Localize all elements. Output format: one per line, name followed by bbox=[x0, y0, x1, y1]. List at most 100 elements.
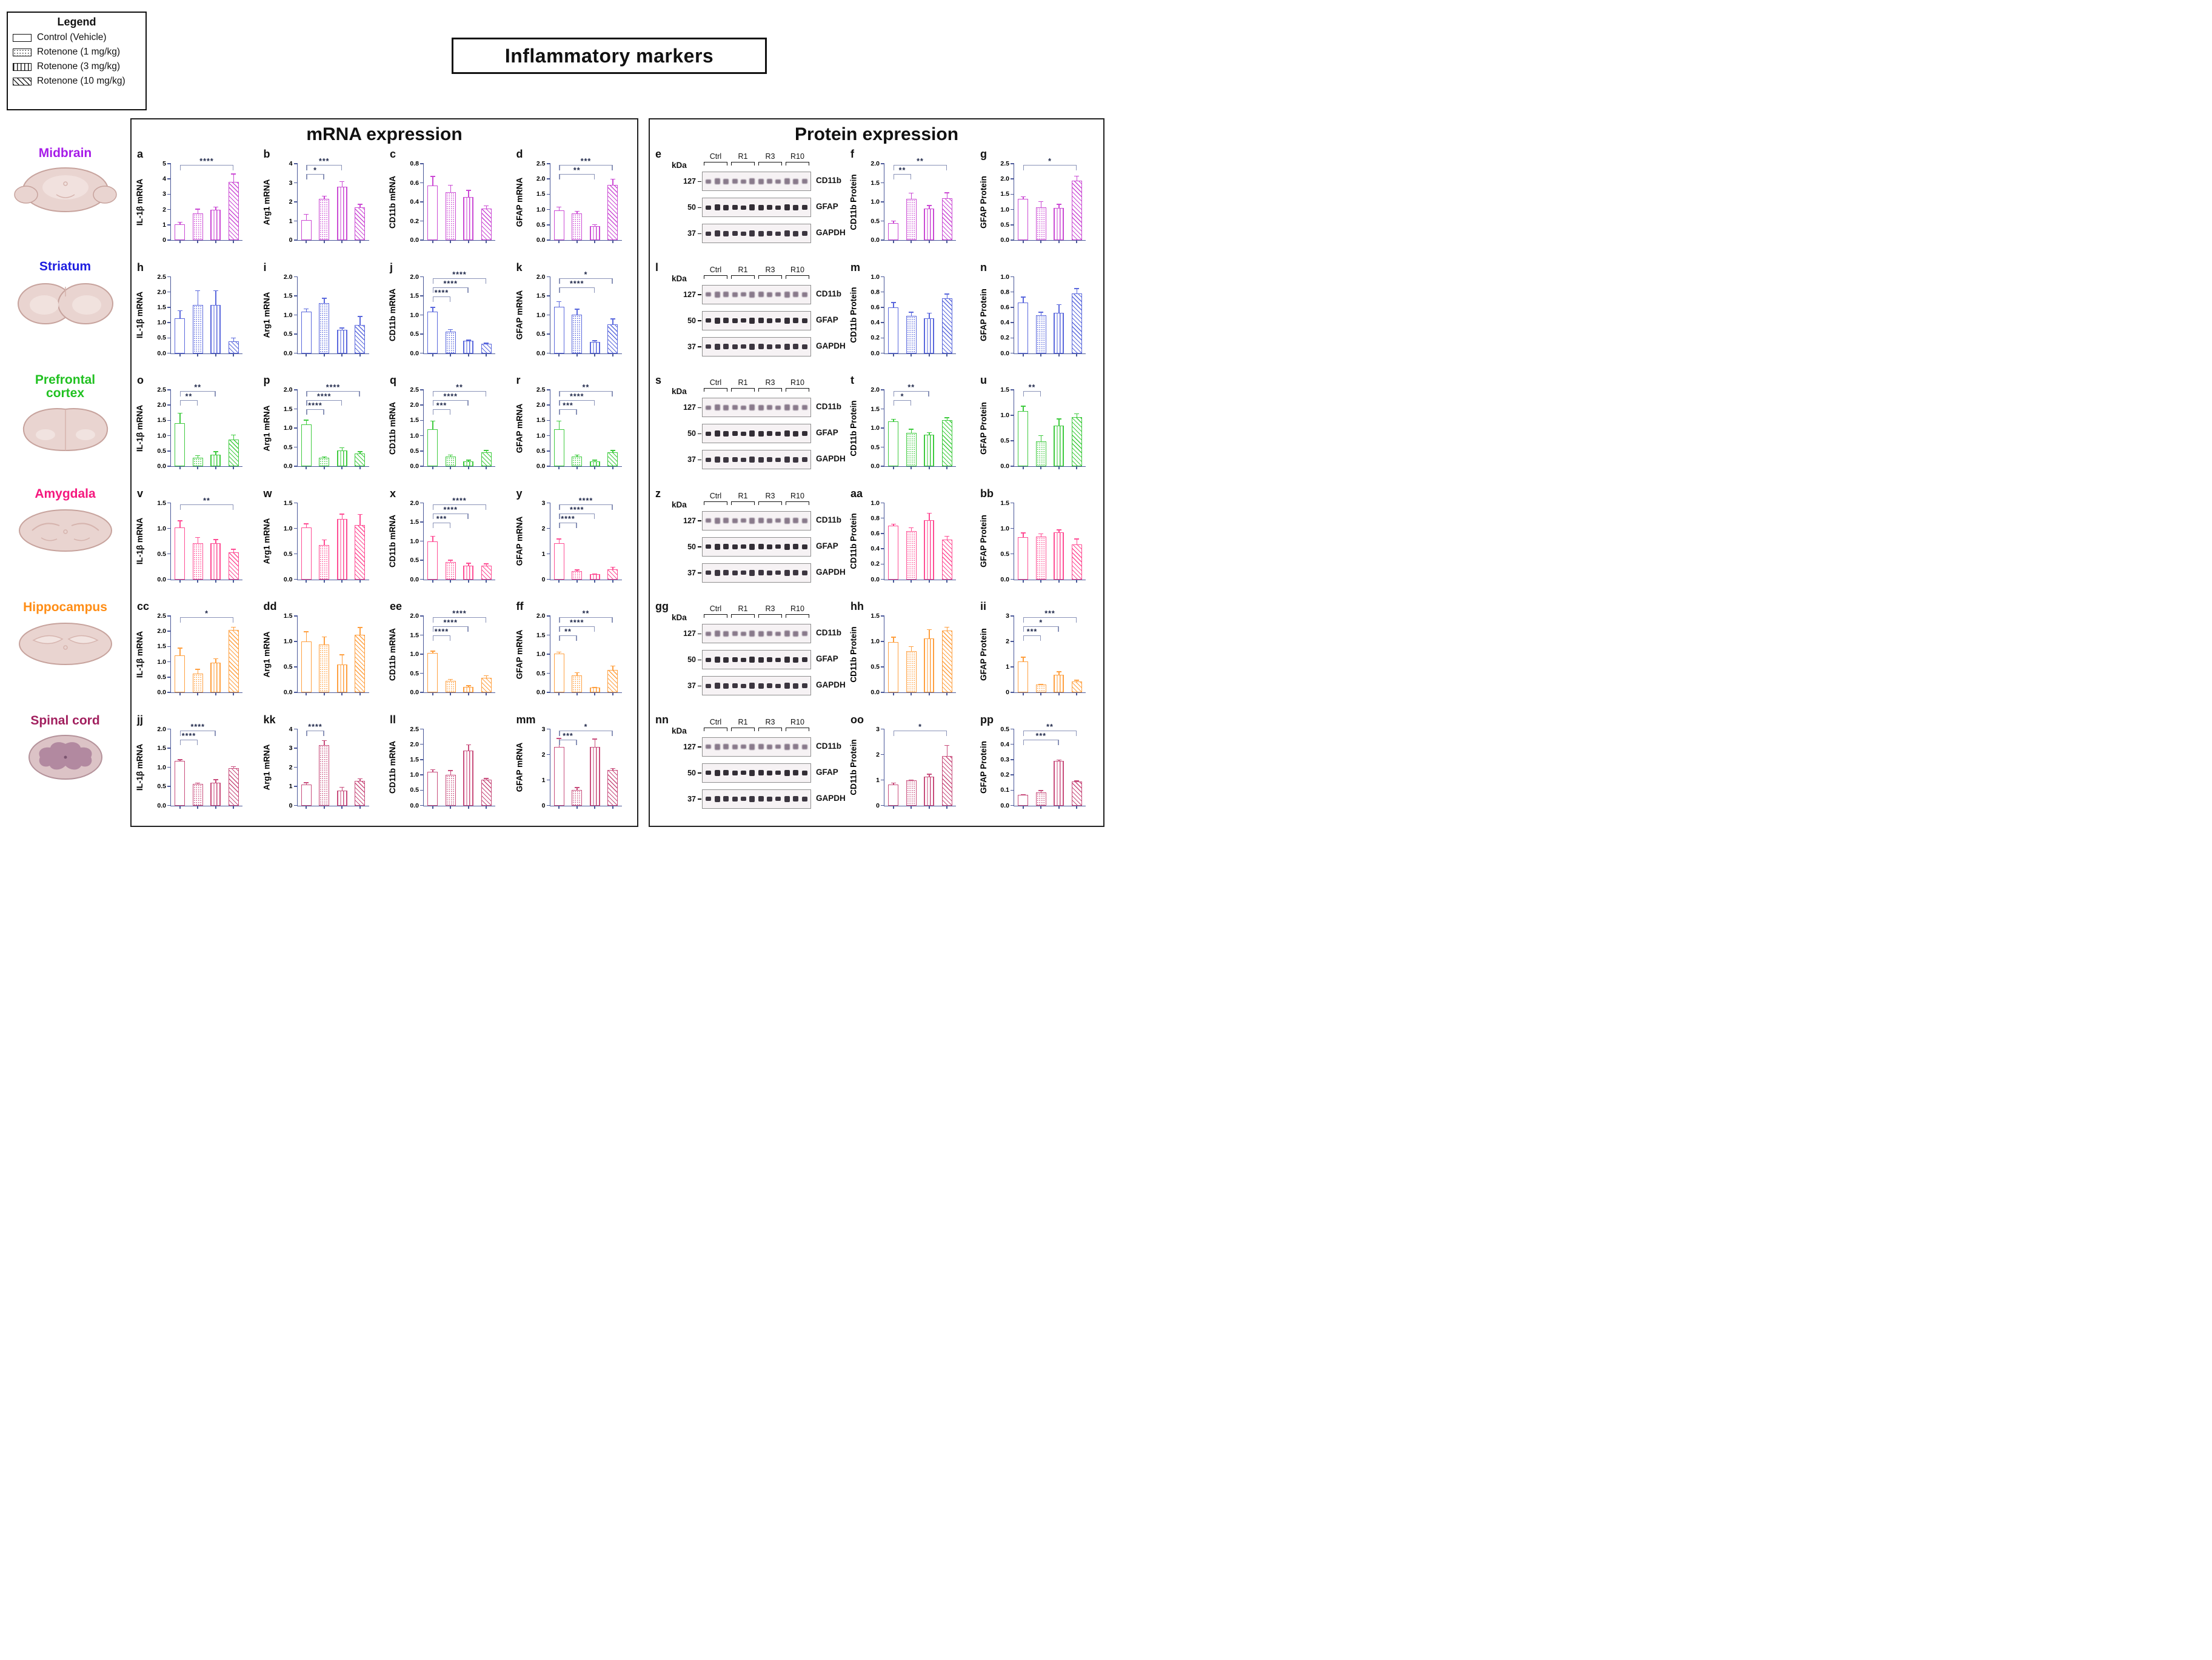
protein-band bbox=[732, 770, 738, 775]
x-tick-mark bbox=[197, 466, 199, 469]
significance-stars: * bbox=[584, 270, 588, 279]
x-tick-mark bbox=[594, 466, 596, 469]
lane-group-bracket bbox=[731, 614, 755, 618]
error-bar-cap bbox=[357, 316, 363, 317]
significance-bracket bbox=[1023, 635, 1041, 641]
y-tick-mark bbox=[546, 333, 550, 335]
panel-letter-hh: hh bbox=[850, 600, 864, 612]
y-tick-label: 0.8 bbox=[870, 514, 880, 522]
y-tick-mark bbox=[546, 553, 550, 555]
bracket-leg bbox=[559, 740, 560, 745]
y-axis-label-text: GFAP mRNA bbox=[515, 516, 524, 566]
y-tick-label: 1.5 bbox=[157, 303, 166, 311]
protein-band bbox=[767, 518, 772, 523]
error-bar-cap bbox=[556, 651, 562, 653]
y-tick-mark bbox=[167, 193, 171, 195]
y-tick-label: 2.0 bbox=[536, 175, 546, 183]
protein-band bbox=[775, 571, 781, 575]
y-tick-mark bbox=[546, 692, 550, 693]
error-bar-cap bbox=[357, 451, 363, 452]
y-axis-label: CD11b Protein bbox=[847, 616, 860, 692]
protein-band bbox=[749, 517, 755, 524]
error-bar-cap bbox=[304, 308, 309, 310]
y-axis-label: IL-1β mRNA bbox=[133, 503, 147, 580]
y-tick-mark bbox=[420, 466, 424, 467]
error-bar bbox=[911, 646, 912, 651]
protein-band bbox=[758, 657, 764, 663]
bracket-leg bbox=[306, 166, 307, 170]
x-tick-mark bbox=[306, 579, 307, 583]
significance-bracket bbox=[432, 287, 469, 293]
blot-row-label-cd11b: CD11b bbox=[816, 515, 842, 524]
y-tick-mark bbox=[546, 615, 550, 617]
y-tick-label: 2 bbox=[289, 763, 293, 771]
bar-ctrl bbox=[427, 653, 438, 692]
bar-ctrl bbox=[175, 760, 185, 806]
error-bar-cap bbox=[574, 454, 580, 456]
y-tick-mark bbox=[167, 466, 171, 467]
error-bar-cap bbox=[909, 192, 914, 194]
x-tick-mark bbox=[323, 692, 325, 695]
protein-band bbox=[784, 291, 790, 298]
legend: Legend Control (Vehicle) Rotenone (1 mg/… bbox=[7, 12, 147, 110]
protein-band bbox=[801, 231, 807, 236]
y-tick-label: 0.6 bbox=[870, 529, 880, 537]
error-bar bbox=[929, 432, 930, 435]
error-bar bbox=[432, 420, 433, 429]
x-tick-mark bbox=[467, 240, 469, 243]
bracket-leg bbox=[928, 392, 929, 397]
bar-r10 bbox=[355, 635, 366, 692]
significance-stars: *** bbox=[580, 157, 592, 166]
y-tick-label: 1.0 bbox=[283, 424, 293, 432]
error-bar bbox=[324, 540, 325, 546]
protein-band bbox=[714, 543, 720, 550]
bar-r10 bbox=[481, 344, 492, 353]
x-tick-mark bbox=[306, 692, 307, 695]
significance-stars: **** bbox=[181, 731, 196, 740]
significance-stars: ** bbox=[564, 628, 572, 636]
protein-band bbox=[714, 343, 720, 350]
blot-row-label-gfap: GFAP bbox=[816, 315, 838, 324]
error-bar bbox=[558, 420, 560, 429]
error-bar-cap bbox=[944, 745, 950, 746]
y-tick-mark bbox=[546, 178, 550, 179]
error-bar-cap bbox=[321, 456, 327, 458]
error-bar-cap bbox=[304, 782, 309, 783]
protein-band bbox=[775, 318, 781, 323]
bar-r3 bbox=[463, 341, 474, 353]
y-tick-label: 2.0 bbox=[536, 273, 546, 281]
y-tick-mark bbox=[420, 220, 424, 222]
protein-band bbox=[706, 431, 712, 436]
bar-r10 bbox=[607, 452, 618, 466]
y-tick-mark bbox=[881, 291, 884, 293]
error-bar-cap bbox=[339, 654, 345, 655]
kda-tick bbox=[698, 659, 701, 661]
figure-title: Inflammatory markers bbox=[452, 38, 767, 74]
error-bar bbox=[612, 450, 613, 453]
protein-band bbox=[801, 318, 807, 323]
kda-value: 127 bbox=[683, 403, 696, 412]
y-tick-label: 0.4 bbox=[1000, 319, 1009, 327]
bar-ctrl bbox=[175, 527, 185, 580]
y-tick-mark bbox=[546, 224, 550, 226]
y-tick-label: 0.5 bbox=[410, 669, 419, 677]
bar-r1 bbox=[1035, 207, 1046, 240]
bracket-leg bbox=[946, 731, 947, 736]
bar-r10 bbox=[1071, 681, 1082, 692]
region-amygdala: Amygdala bbox=[0, 487, 130, 600]
y-tick-mark bbox=[881, 220, 884, 222]
blot-row-label-gfap: GFAP bbox=[816, 202, 838, 211]
bar-r1 bbox=[319, 199, 330, 240]
x-tick-mark bbox=[432, 240, 433, 243]
protein-band bbox=[723, 631, 729, 637]
y-tick-label: 1 bbox=[1006, 663, 1009, 671]
x-tick-mark bbox=[612, 805, 613, 809]
x-tick-mark bbox=[612, 353, 613, 356]
bar-r1 bbox=[1035, 684, 1046, 692]
y-axis-label-text: CD11b mRNA bbox=[388, 401, 398, 455]
protein-band bbox=[714, 430, 720, 437]
